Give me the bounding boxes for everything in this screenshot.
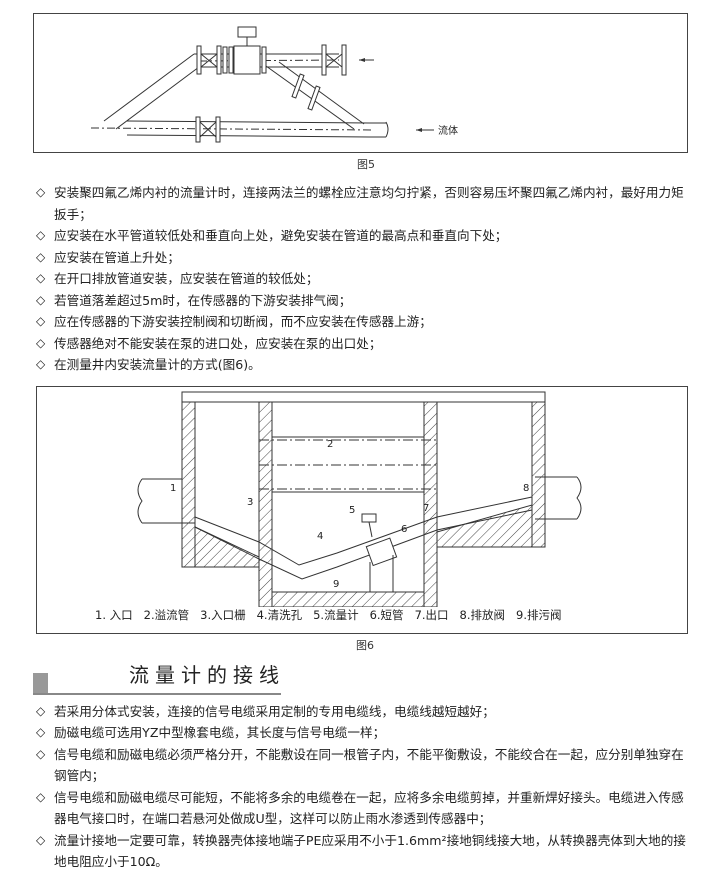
list-item-text: 信号电缆和励磁电缆尽可能短，不能将多余的电缆卷在一起，应将多余电缆剪掉，并重新焊… <box>54 789 684 827</box>
marker-9: 9 <box>333 579 339 590</box>
flow-arrow-bottom <box>416 128 434 132</box>
marker-2: 2 <box>327 439 333 450</box>
legend-item: 5.流量计 <box>313 607 359 622</box>
list-item-text: 传感器绝对不能安装在泵的进口处，应安装在泵的出口处； <box>54 335 382 351</box>
legend-item: 2.溢流管 <box>143 607 190 622</box>
section-marker <box>33 672 48 693</box>
list-item: ◇ 若管道落差超过5m时，在传感器的下游安装排气阀； <box>36 290 696 312</box>
list-item: ◇ 安装聚四氟乙烯内衬的流量计时，连接两法兰的螺栓应注意均匀拧紧，否则容易压坏聚四… <box>36 182 696 225</box>
list-item-text: 应在传感器的下游安装控制阀和切断阀，而不应安装在传感器上游； <box>54 314 432 329</box>
diamond-bullet-icon: ◇ <box>36 746 46 761</box>
figure-6-caption: 图6 <box>356 638 374 652</box>
flowmeter-body <box>233 45 261 75</box>
marker-8: 8 <box>523 483 529 494</box>
diamond-bullet-icon: ◇ <box>36 789 46 804</box>
diamond-bullet-icon: ◇ <box>36 314 46 328</box>
list-item-text: 若采用分体式安装，连接的信号电缆采用定制的专用电缆线，电缆线越短越好； <box>54 703 495 719</box>
legend-item: 1. 入口 <box>95 607 133 622</box>
marker-3: 3 <box>247 497 253 508</box>
list-item: ◇ 信号电缆和励磁电缆必须严格分开，不能敷设在同一根管子内，不能平衡敷设，不能绞合… <box>36 744 696 787</box>
section-header: 流量计的接线 <box>33 657 281 695</box>
diamond-bullet-icon: ◇ <box>36 335 46 350</box>
diamond-bullet-icon: ◇ <box>36 703 46 718</box>
list-item-text: 在开口排放管道安装，应安装在管道的较低处； <box>54 271 319 286</box>
legend-item: 3.入口栅 <box>200 607 246 622</box>
diamond-bullet-icon: ◇ <box>36 832 46 847</box>
marker-4: 4 <box>317 531 323 542</box>
list-item: ◇ 励磁电缆可选用YZ中型橡套电缆，其长度与信号电缆一样； <box>36 722 696 744</box>
marker-6: 6 <box>401 524 407 535</box>
diamond-bullet-icon: ◇ <box>36 725 46 739</box>
list-item: ◇ 应在传感器的下游安装控制阀和切断阀，而不应安装在传感器上游； <box>36 311 696 333</box>
list-item-text: 应安装在管道上升处； <box>54 249 180 265</box>
figure-6-legend: 1. 入口 2.溢流管 3.入口栅 4.清洗孔 5.流量计 6.短管 7.出口 8.排放阀 9.… <box>95 607 675 631</box>
bypass-diagram-svg: 流体 <box>90 26 458 143</box>
list-item-text: 流量计接地一定要可靠，转换器壳体接地端子PE应采用不小于1.6mm²接地铜线接大… <box>54 832 686 870</box>
installation-notes-list: ◇ 安装聚四氟乙烯内衬的流量计时，连接两法兰的螺栓应注意均匀拧紧，否则容易压坏聚四… <box>36 182 696 376</box>
flow-label: 流体 <box>438 124 458 137</box>
list-item-text: 在测量井内安装流量计的方式(图6)。 <box>54 357 261 372</box>
list-item-text: 励磁电缆可选用YZ中型橡套电缆，其长度与信号电缆一样； <box>54 725 386 740</box>
marker-7: 7 <box>423 503 429 514</box>
legend-item: 7.出口 <box>414 607 449 622</box>
list-item-text: 信号电缆和励磁电缆必须严格分开，不能敷设在同一根管子内，不能平衡敷设，不能绞合在… <box>54 746 684 784</box>
list-item: ◇ 应安装在水平管道较低处和垂直向上处，避免安装在管道的最高点和垂直向下处； <box>36 225 696 247</box>
list-item: ◇ 传感器绝对不能安装在泵的进口处，应安装在泵的出口处； <box>36 333 696 355</box>
flowmeter-head <box>237 26 257 38</box>
wiring-notes-list: ◇ 若采用分体式安装，连接的信号电缆采用定制的专用电缆线，电缆线越短越好； ◇ 励磁电… <box>36 701 696 881</box>
list-item-text: 应安装在水平管道较低处和垂直向上处，避免安装在管道的最高点和垂直向下处； <box>54 228 508 243</box>
list-item: ◇ 信号电缆和励磁电缆尽可能短，不能将多余的电缆卷在一起，应将多余电缆剪掉，并重新… <box>36 787 696 830</box>
diamond-bullet-icon: ◇ <box>36 292 46 307</box>
list-item-text: 若管道落差超过5m时，在传感器的下游安装排气阀； <box>54 292 352 308</box>
figure-5-caption: 图5 <box>357 158 375 171</box>
legend-item: 9.排污阀 <box>516 607 562 622</box>
legend-item: 6.短管 <box>369 607 404 622</box>
list-item: ◇ 应安装在管道上升处； <box>36 247 696 269</box>
diamond-bullet-icon: ◇ <box>36 228 46 242</box>
diamond-bullet-icon: ◇ <box>36 249 46 264</box>
list-item: ◇ 流量计接地一定要可靠，转换器壳体接地端子PE应采用不小于1.6mm²接地铜线接… <box>36 830 696 873</box>
section-title: 流量计的接线 <box>129 662 285 687</box>
list-item: ◇ 在测量井内安装流量计的方式(图6)。 <box>36 354 696 376</box>
list-item-text: 安装聚四氟乙烯内衬的流量计时，连接两法兰的螺栓应注意均匀拧紧，否则容易压坏聚四氟… <box>54 185 684 222</box>
legend-item: 4.清洗孔 <box>256 607 303 622</box>
diamond-bullet-icon: ◇ <box>36 357 46 371</box>
marker-5: 5 <box>349 505 355 516</box>
figure-5-pipe-bypass-diagram: 流体 <box>33 13 688 153</box>
marker-1: 1 <box>170 483 176 494</box>
legend-item: 8.排放阀 <box>459 607 506 622</box>
list-item: ◇ 若采用分体式安装，连接的信号电缆采用定制的专用电缆线，电缆线越短越好； <box>36 701 696 723</box>
flow-arrow-top <box>359 58 374 62</box>
diamond-bullet-icon: ◇ <box>36 271 46 285</box>
list-item: ◇ 在开口排放管道安装，应安装在管道的较低处； <box>36 268 696 290</box>
measuring-well-svg: 1 2 3 4 5 6 7 8 9 <box>137 391 582 607</box>
diamond-bullet-icon: ◇ <box>36 185 46 199</box>
figure-6-measuring-well-diagram: 1 2 3 4 5 6 7 8 9 1. 入口 2.溢流管 3.入口栅 4.清洗孔 5.… <box>36 385 688 634</box>
